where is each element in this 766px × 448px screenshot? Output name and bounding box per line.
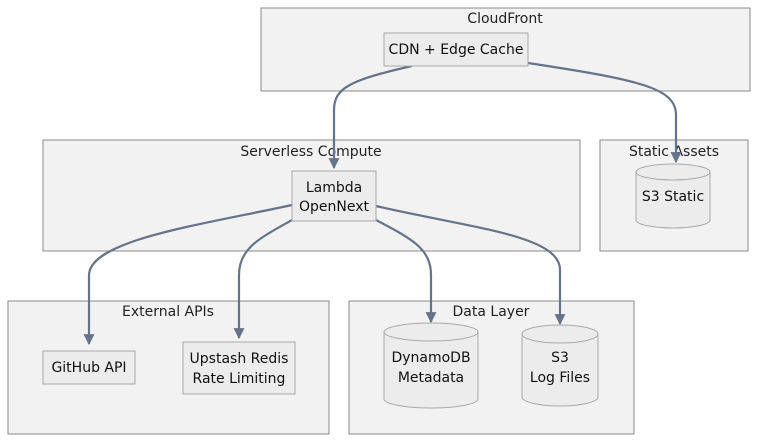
- node-s3-static[interactable]: S3 Static: [635, 163, 711, 229]
- node-lambda[interactable]: Lambda OpenNext: [291, 170, 377, 222]
- group-cloudfront: CloudFront: [260, 7, 751, 92]
- node-s3-logs-label-1: S3: [551, 350, 569, 366]
- edges: [83, 61, 682, 346]
- group-external-apis-label: External APIs: [122, 304, 214, 320]
- edge-lambda-upstash: [233, 219, 293, 340]
- node-upstash-label-1: Upstash Redis: [190, 351, 289, 367]
- group-serverless-label: Serverless Compute: [240, 144, 381, 160]
- node-lambda-label-1: Lambda: [306, 180, 362, 196]
- edge-cdn-s3-static: [527, 61, 682, 164]
- edge-lambda-s3-logs: [375, 204, 566, 326]
- group-serverless-compute: Serverless Compute: [42, 139, 581, 252]
- node-s3-logs-label-2: Log Files: [530, 370, 590, 386]
- node-upstash-redis[interactable]: Upstash Redis Rate Limiting: [182, 341, 296, 395]
- node-dynamodb-label-2: Metadata: [398, 370, 464, 386]
- edge-lambda-dynamodb: [375, 219, 437, 324]
- node-dynamodb-label-1: DynamoDB: [391, 350, 470, 366]
- node-github-api[interactable]: GitHub API: [42, 350, 136, 385]
- node-cdn[interactable]: CDN + Edge Cache: [383, 32, 529, 67]
- node-cdn-label: CDN + Edge Cache: [389, 42, 524, 58]
- edge-lambda-github: [83, 203, 293, 346]
- group-static-assets-label: Static Assets: [629, 144, 719, 160]
- group-cloudfront-label: CloudFront: [467, 11, 543, 27]
- node-github-api-label: GitHub API: [51, 360, 126, 376]
- node-s3-logs[interactable]: S3 Log Files: [521, 324, 599, 407]
- node-s3-static-label: S3 Static: [642, 189, 704, 205]
- node-upstash-label-2: Rate Limiting: [193, 371, 286, 387]
- edge-cdn-lambda: [328, 64, 413, 170]
- node-lambda-label-2: OpenNext: [299, 199, 370, 215]
- node-dynamodb[interactable]: DynamoDB Metadata: [383, 322, 479, 409]
- group-data-layer-label: Data Layer: [453, 304, 530, 320]
